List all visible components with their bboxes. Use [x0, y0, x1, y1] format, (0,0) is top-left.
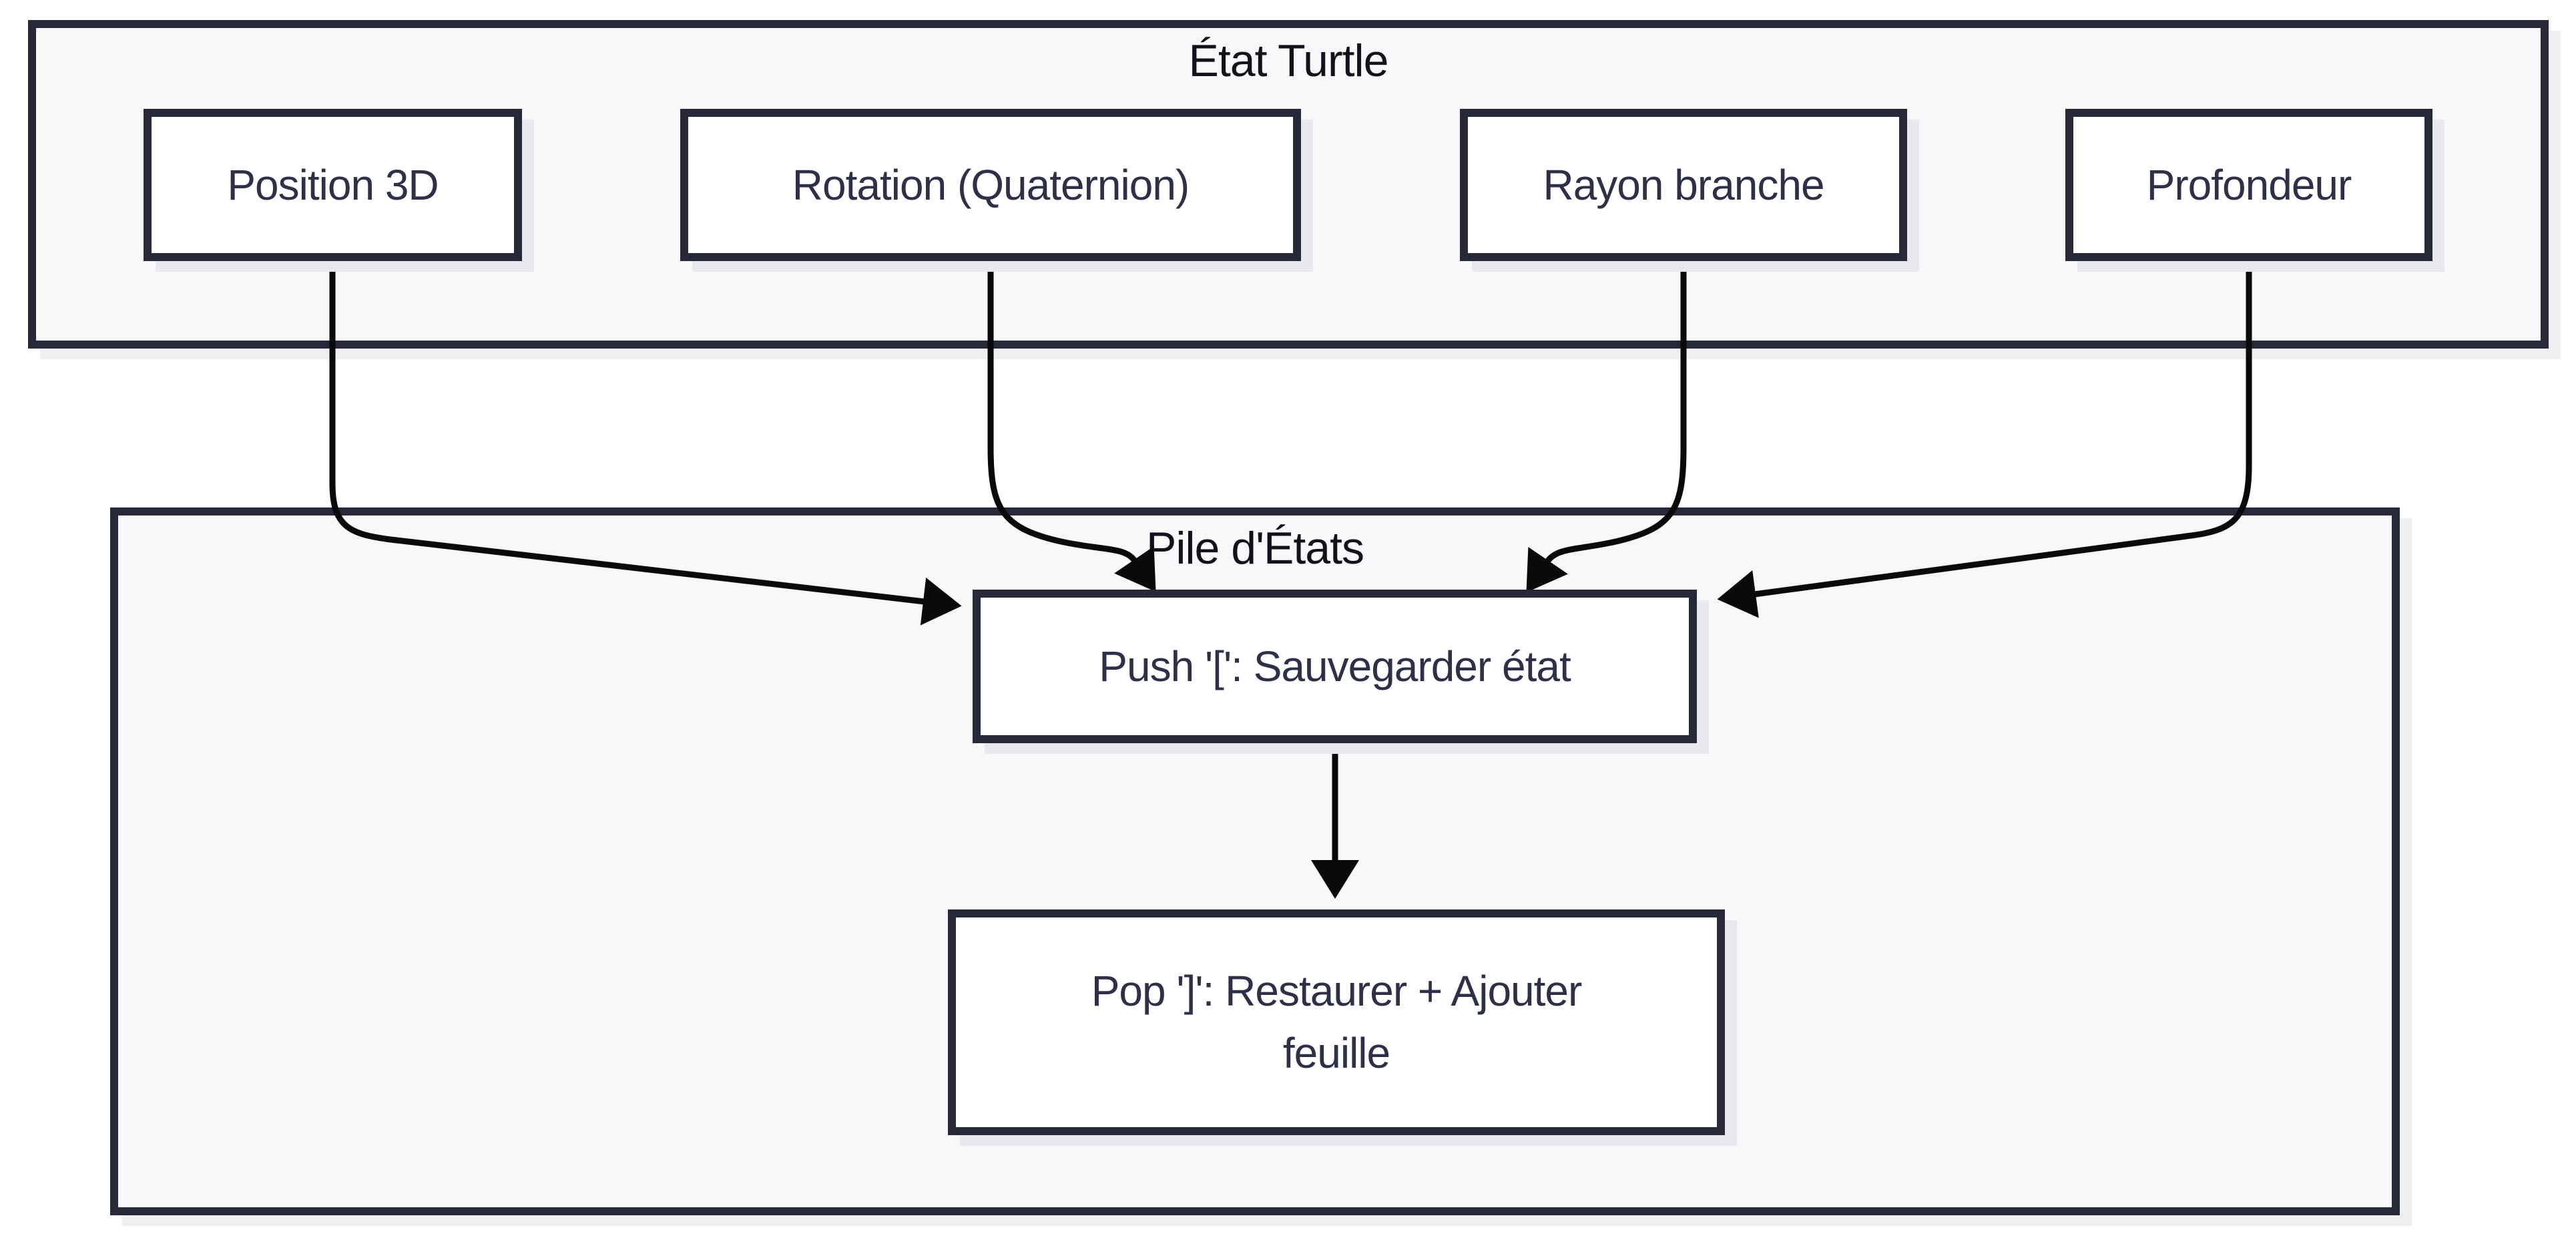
node-rotation-quaternion: Rotation (Quaternion) [680, 109, 1301, 261]
node-label-rotation-quaternion: Rotation (Quaternion) [792, 160, 1190, 209]
node-label-pop-line-1: Pop ']': Restaurer + Ajouter [1091, 967, 1583, 1016]
cluster-title-etat-turtle: État Turtle [1188, 35, 1389, 86]
node-label-profondeur: Profondeur [2146, 160, 2352, 209]
node-pop-restaurer-ajouter-feuille: Pop ']': Restaurer + Ajouter feuille [948, 909, 1725, 1135]
node-profondeur: Profondeur [2065, 109, 2432, 261]
cluster-title-pile-detats: Pile d'États [1145, 523, 1364, 574]
node-label-pop-restaurer-ajouter-feuille: Pop ']': Restaurer + Ajouter feuille [1091, 960, 1583, 1084]
node-label-position-3d: Position 3D [227, 160, 439, 209]
node-rayon-branche: Rayon branche [1460, 109, 1907, 261]
node-push-sauvegarder-etat: Push '[': Sauvegarder état [973, 590, 1697, 743]
node-position-3d: Position 3D [144, 109, 522, 261]
node-label-pop-line-2: feuille [1282, 1029, 1390, 1077]
node-label-rayon-branche: Rayon branche [1543, 160, 1824, 209]
node-label-push-sauvegarder-etat: Push '[': Sauvegarder état [1099, 642, 1571, 690]
